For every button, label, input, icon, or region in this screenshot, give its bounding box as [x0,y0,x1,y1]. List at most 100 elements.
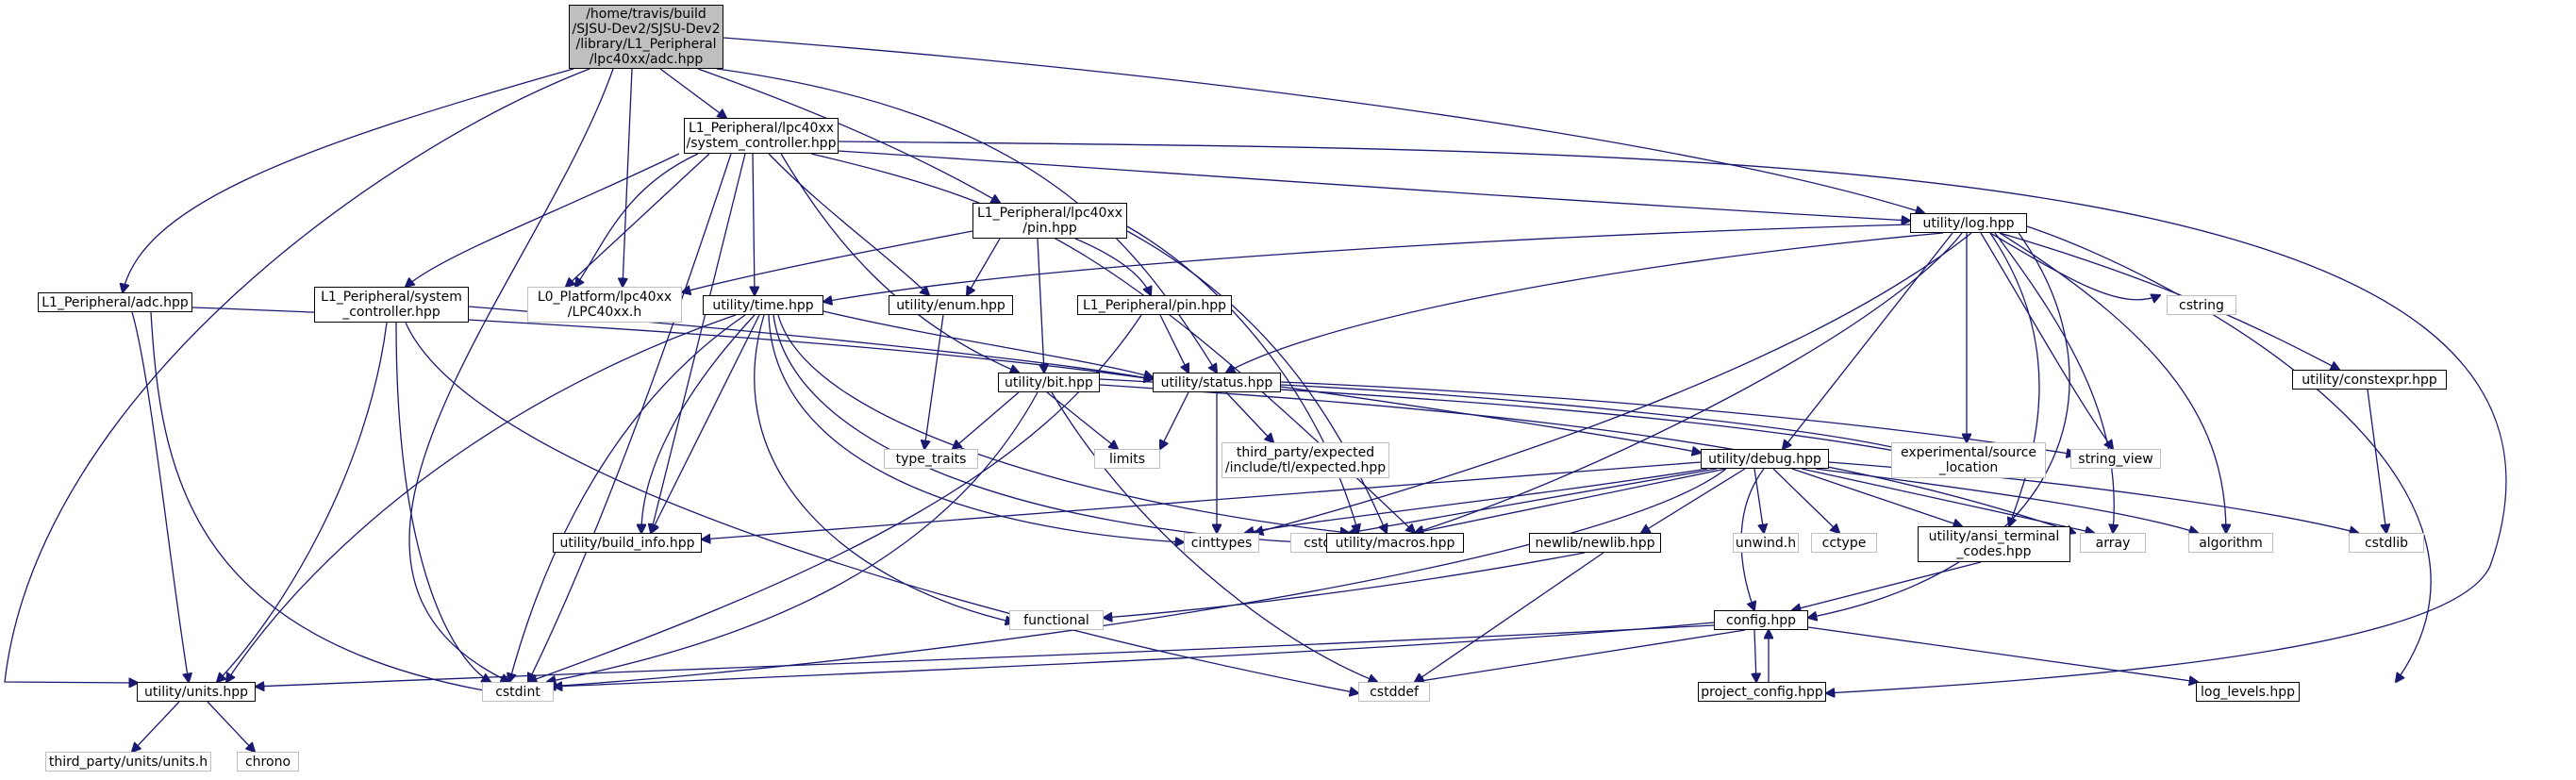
dependency-edge [651,153,746,533]
config-node[interactable]: config.hpp [1714,610,1808,630]
dependency-edge [823,310,1153,377]
utility-constexpr-node[interactable]: utility/constexpr.hpp [2292,370,2447,390]
algorithm-node[interactable]: algorithm [2188,533,2273,553]
dependency-edge [1980,232,2113,449]
dependency-edge [1415,232,1963,533]
utility-time-node[interactable]: utility/time.hpp [703,295,823,315]
dependency-edge [1280,386,1701,453]
dependency-edge [131,311,189,682]
project-config-node[interactable]: project_config.hpp [1698,682,1826,702]
source-location-node[interactable]: experimental/source _location [1891,442,2046,478]
cstdlib-node[interactable]: cstdlib [2349,533,2424,553]
dependency-edge [967,238,1001,295]
dependency-edge [1159,314,1188,373]
dependency-edge [1099,384,2075,533]
utility-units-node[interactable]: utility/units.hpp [137,682,256,702]
cinttypes-label: cinttypes [1190,535,1253,551]
units-h-node[interactable]: third_party/units/units.h [45,752,211,772]
l1-adc-node[interactable]: L1_Peripheral/adc.hpp [38,292,192,312]
string-view-label: string_view [2078,451,2153,467]
utility-debug-node[interactable]: utility/debug.hpp [1701,449,1829,469]
lpc40xx-h-node[interactable]: L0_Platform/lpc40xx /LPC40xx.h [527,287,682,323]
cinttypes-node[interactable]: cinttypes [1184,533,1259,553]
utility-bit-node[interactable]: utility/bit.hpp [998,373,1100,392]
root-file-node[interactable]: /home/travis/build /SJSU-Dev2/SJSU-Dev2 … [569,5,723,69]
utility-build-info-node[interactable]: utility/build_info.hpp [553,533,702,553]
dependency-edge [528,153,732,682]
functional-node[interactable]: functional [1009,610,1104,630]
dependency-edge [641,314,756,533]
newlib-label: newlib/newlib.hpp [1535,535,1655,551]
dependency-edge [1801,468,2094,533]
cctype-node[interactable]: cctype [1811,533,1877,553]
dependency-edge [1989,232,2040,526]
l1-adc-label: L1_Peripheral/adc.hpp [42,294,189,310]
dependency-edge [753,153,755,295]
chrono-node[interactable]: chrono [237,752,299,772]
dependency-edge [1783,232,1953,449]
dependency-edge [1415,468,1727,533]
dependency-edge [547,391,1039,682]
dependency-edge [1989,232,2160,300]
l1-pin-node[interactable]: L1_Peripheral/pin.hpp [1077,295,1232,315]
dependency-edges [4,37,2507,752]
array-node[interactable]: array [2080,533,2146,553]
dependency-edge [217,322,388,682]
dependency-edge [1280,381,2075,455]
dependency-edge [1808,232,2070,618]
dependency-edge [1815,468,2198,533]
l1-system-controller-label: L1_Peripheral/system _controller.hpp [321,290,462,320]
config-label: config.hpp [1726,612,1796,628]
dependency-edge [406,153,680,287]
dependency-edge [1126,225,1358,533]
array-label: array [2095,535,2131,551]
log-levels-node[interactable]: log_levels.hpp [2196,682,2300,702]
utility-enum-label: utility/enum.hpp [896,297,1005,313]
dependency-edge [509,314,746,682]
utility-ansi-terminal-codes-node[interactable]: utility/ansi_terminal _codes.hpp [1918,526,2070,562]
dependency-edge [575,153,699,287]
utility-log-node[interactable]: utility/log.hpp [1910,213,2027,233]
utility-units-label: utility/units.hpp [143,684,249,700]
dependency-edge [1226,232,1944,373]
dependency-edge [716,68,1217,373]
dependency-edge [1999,232,2226,533]
dependency-edge [697,68,1000,203]
lpc40xx-system-controller-node[interactable]: L1_Peripheral/lpc40xx /system_controller… [684,118,839,154]
cstdint-node[interactable]: cstdint [482,682,554,702]
dependency-edge [754,314,1014,622]
cstring-node[interactable]: cstring [2167,295,2236,315]
dependency-edge [1349,468,1718,533]
dependency-edge [723,37,1924,213]
l1-system-controller-node[interactable]: L1_Peripheral/system _controller.hpp [314,287,469,323]
utility-macros-node[interactable]: utility/macros.hpp [1326,533,1464,553]
utility-enum-node[interactable]: utility/enum.hpp [889,295,1013,315]
utility-macros-label: utility/macros.hpp [1335,535,1455,551]
utility-status-node[interactable]: utility/status.hpp [1153,373,1281,392]
dependency-edge [554,622,1715,687]
dependency-edge [777,314,1349,533]
utility-status-label: utility/status.hpp [1160,374,1273,390]
expected-node[interactable]: third_party/expected /include/tl/expecte… [1222,442,1389,478]
dependency-edge [1160,391,1189,449]
dependency-edge [1245,468,1708,533]
utility-log-label: utility/log.hpp [1922,215,2015,231]
cstddef-node[interactable]: cstddef [1358,682,1430,702]
limits-node[interactable]: limits [1094,449,1160,469]
l1-pin-label: L1_Peripheral/pin.hpp [1083,297,1226,313]
dependency-edge [408,68,614,682]
utility-debug-label: utility/debug.hpp [1708,451,1821,467]
dependency-edge [405,322,1358,693]
dependency-edge [4,68,590,683]
dependency-edge [651,314,760,533]
dependency-edge [768,314,1184,542]
dependency-edge [1415,552,1604,682]
unwind-node[interactable]: unwind.h [1733,533,1799,553]
newlib-node[interactable]: newlib/newlib.hpp [1529,533,1661,553]
lpc40xx-pin-node[interactable]: L1_Peripheral/lpc40xx /pin.hpp [972,203,1127,239]
type-traits-node[interactable]: type_traits [884,449,978,469]
utility-build-info-label: utility/build_info.hpp [559,535,695,551]
string-view-node[interactable]: string_view [2070,449,2161,469]
dependency-edge [566,153,710,287]
